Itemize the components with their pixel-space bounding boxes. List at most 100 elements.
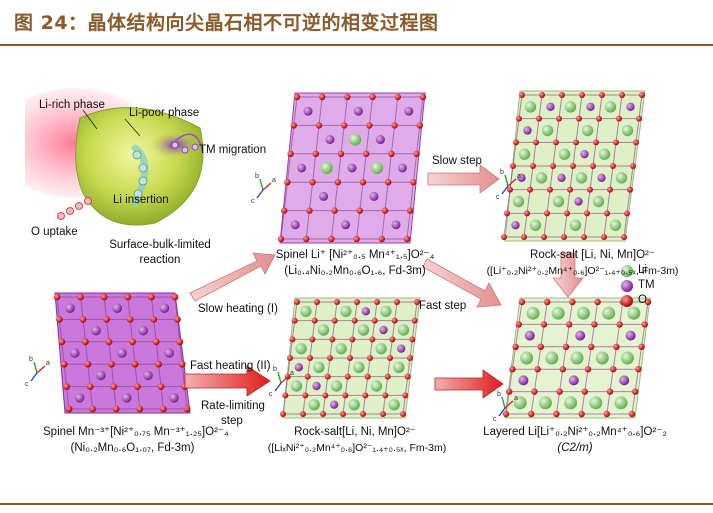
svg-text:b: b [255,173,259,180]
bond-line [543,301,548,325]
oxygen-atom [588,343,595,350]
oxygen-atom [410,179,417,186]
svg-text:a: a [290,370,294,377]
oxygen-atom [369,336,376,343]
bond-line [331,320,336,340]
oxygen-atom [506,388,513,395]
tm-atom [391,220,401,230]
oxygen-atom [566,321,573,328]
bond-line [526,189,531,214]
lithium-atom [598,148,611,160]
bond-line [606,189,611,214]
label-rate-limiting-1: Rate-limiting [201,400,265,412]
bond-line [362,395,366,415]
lithium-atom [380,305,392,318]
bond-line [394,96,399,126]
oxygen-atom [632,388,639,395]
lithium-atom [518,148,531,160]
tm-atom [375,135,385,145]
oxygen-atom [103,316,110,323]
bond-line [368,96,374,126]
lithium-atom [602,306,616,320]
bond-line [391,320,396,340]
oxygen-atom [302,392,309,399]
bond-line [110,364,115,387]
oxygen-atom [294,299,300,305]
svg-text:a: a [517,173,521,180]
bond-line [290,125,295,154]
legend-o-marker [621,295,633,307]
oxygen-atom [131,360,139,368]
tm-atom [91,325,101,336]
bond-line [583,213,588,238]
label-fast-heating: Fast heating (II) [190,360,271,372]
oxygen-atom [342,392,349,399]
bond-line [329,339,333,359]
oxygen-atom [509,366,516,373]
bond-line [287,357,291,377]
oxygen-atom [277,235,285,243]
oxygen-atom [587,186,593,193]
svg-text:b: b [497,391,501,398]
oxygen-atom [539,92,545,98]
tm-atom [597,173,606,183]
bond-line [595,118,600,143]
oxygen-atom [79,316,87,323]
lithium-atom [558,148,571,160]
oxygen-atom [108,360,115,368]
oxygen-atom [561,234,567,240]
bond-line [505,391,510,415]
lithium-atom [512,195,525,208]
oxygen-atom [556,115,562,122]
oxygen-atom [604,210,610,217]
oxygen-atom [413,150,420,157]
oxygen-atom [347,355,353,361]
lithium-atom [570,351,584,365]
oxygen-atom [601,234,607,240]
lithium-atom [520,351,534,365]
oxygen-atom [63,383,70,390]
bond-line [587,346,592,370]
top-rule [0,44,713,46]
legend-tm-label: TM [638,279,655,291]
bond-line [581,391,586,415]
oxygen-atom [513,139,519,146]
oxygen-atom [320,411,326,417]
diagram-canvas: abc abc abc abc abc [25,88,652,423]
oxygen-atom [553,410,560,418]
arrow-fast-heating [184,365,271,397]
bond-line [538,94,543,119]
oxygen-atom [627,186,633,193]
bond-line [603,213,608,238]
bond-line [337,153,342,183]
lithium-atom [357,324,370,336]
oxygen-atom [616,321,623,328]
lithium-atom [552,195,565,208]
oxygen-atom [607,186,613,193]
oxygen-atom [58,338,66,346]
tm-atom [517,173,526,183]
bond-line [511,346,517,370]
bond-line [349,339,353,359]
bond-line [387,357,391,377]
bond-line [342,395,346,415]
bond-line [411,320,416,340]
caption-rocksalt-bottom-1: Rock-salt[Li, Ni, Mn]O²⁻ [294,426,416,438]
caption-spinel-bottom-1: Spinel Mn⁻³⁺[Ni²⁺₀.₇₅ Mn⁻³⁺₁.₂₅]O²⁻₄ [43,426,229,438]
bond-line [330,210,336,240]
bond-line [606,391,611,415]
caption-rocksalt-top-2: ([Li⁺₀.₂Ni²⁺₀.₂Mn⁴⁺₀.₆]O²⁻₁.₄₊₀.₅ₓ, Fm-3… [486,265,679,277]
bond-line [315,125,320,154]
oxygen-atom [340,411,346,417]
oxygen-atom [380,411,386,417]
oxygen-atom [171,293,179,301]
oxygen-atom [60,360,68,368]
oxygen-atom [581,388,588,395]
bond-line [174,296,178,320]
lithium-atom [529,219,542,231]
tm-atom [143,370,153,381]
bond-line [515,118,520,143]
bond-line [312,153,317,183]
oxygen-atom [290,122,297,129]
lithium-atom [388,398,400,411]
